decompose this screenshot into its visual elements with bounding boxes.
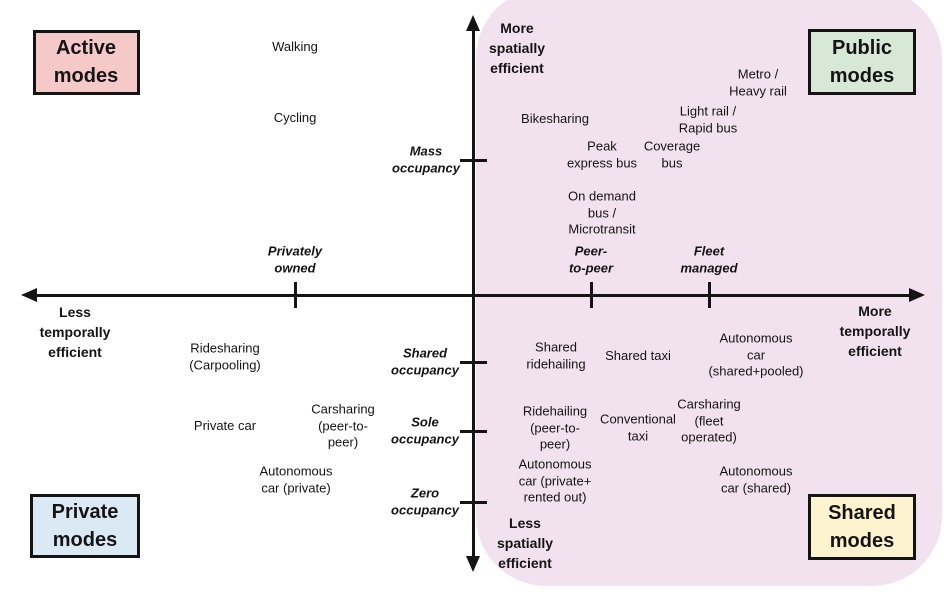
- axis-label-x-positive: More temporally efficient: [839, 303, 911, 359]
- x-axis-left-arrowhead: [21, 288, 37, 302]
- axis-label-y-negative: Less spatially efficient: [496, 515, 554, 571]
- x-axis-tick-label-peer-to-peer: Peer- to-peer: [568, 243, 614, 276]
- mode-label-shared-ridehailing: Shared ridehailing: [526, 339, 586, 372]
- y-axis-top-arrowhead: [466, 15, 480, 31]
- mode-label-autonomous-car-private: Autonomous car (private): [259, 463, 333, 496]
- mode-label-conventional-taxi: Conventional taxi: [600, 411, 676, 444]
- axis-label-y-positive: More spatially efficient: [488, 20, 546, 76]
- mode-label-ridehailing-peer-to-peer: Ridehailing (peer-to- peer): [522, 403, 588, 452]
- y-axis-tick-sole-occupancy: [460, 429, 487, 433]
- mode-label-private-car: Private car: [193, 417, 257, 433]
- quadrant-box-public-modes: Public modes: [808, 29, 916, 95]
- quadrant-box-shared-modes: Shared modes: [808, 494, 916, 560]
- mode-label-metro-heavy-rail: Metro / Heavy rail: [729, 66, 787, 99]
- x-axis-tick-peer-to-peer: [589, 282, 593, 308]
- y-axis-tick-label-zero-occupancy: Zero occupancy: [391, 485, 459, 518]
- axis-label-x-negative: Less temporally efficient: [39, 304, 111, 360]
- y-axis-tick-label-shared-occupancy: Shared occupancy: [391, 345, 459, 378]
- mode-label-light-rail-rapid-bus: Light rail / Rapid bus: [678, 103, 738, 136]
- mode-label-walking: Walking: [272, 38, 318, 54]
- x-axis-right-arrowhead: [909, 288, 925, 302]
- mode-label-peak-express-bus: Peak express bus: [566, 138, 638, 171]
- y-axis-tick-shared-occupancy: [460, 360, 487, 364]
- x-axis-tick-privately-owned: [293, 282, 297, 308]
- y-axis-line: [472, 25, 475, 563]
- mode-label-ridesharing-carpooling: Ridesharing (Carpooling): [189, 340, 261, 373]
- x-axis-tick-label-privately-owned: Privately owned: [267, 243, 323, 276]
- mode-label-autonomous-car-private-rented-out: Autonomous car (private+ rented out): [518, 456, 592, 505]
- mode-label-carsharing-peer-to-peer: Carsharing (peer-to- peer): [311, 401, 375, 450]
- mode-label-coverage-bus: Coverage bus: [643, 138, 701, 171]
- x-axis-tick-label-fleet-managed: Fleet managed: [680, 243, 738, 276]
- y-axis-tick-label-sole-occupancy: Sole occupancy: [391, 414, 459, 447]
- y-axis-tick-label-mass-occupancy: Mass occupancy: [392, 143, 460, 176]
- x-axis-tick-fleet-managed: [707, 282, 711, 308]
- y-axis-tick-zero-occupancy: [460, 500, 487, 504]
- mode-label-bikesharing: Bikesharing: [521, 110, 589, 126]
- mode-label-on-demand-bus-microtransit: On demand bus / Microtransit: [568, 188, 636, 237]
- mode-label-carsharing-fleet-operated: Carsharing (fleet operated): [677, 396, 741, 445]
- mode-label-shared-taxi: Shared taxi: [605, 347, 671, 363]
- mode-label-cycling: Cycling: [273, 109, 317, 125]
- y-axis-tick-mass-occupancy: [460, 158, 487, 162]
- y-axis-bottom-arrowhead: [466, 556, 480, 572]
- quadrant-box-private-modes: Private modes: [30, 494, 140, 558]
- quadrant-box-active-modes: Active modes: [32, 29, 140, 95]
- mode-label-autonomous-car-shared-pooled: Autonomous car (shared+pooled): [708, 330, 804, 379]
- mode-label-autonomous-car-shared: Autonomous car (shared): [719, 463, 793, 496]
